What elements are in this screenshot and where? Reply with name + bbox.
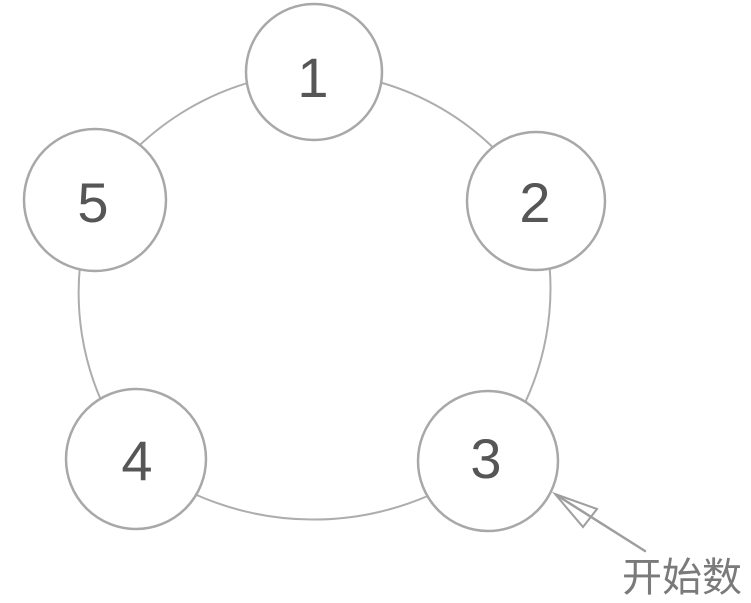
start-arrow xyxy=(551,491,647,553)
node-1-label: 1 xyxy=(297,46,328,109)
node-5: 5 xyxy=(22,127,168,273)
node-5-circle xyxy=(22,127,168,273)
node-5-label: 5 xyxy=(77,171,108,234)
node-1-circle xyxy=(244,2,384,142)
start-annotation-label: 开始数 xyxy=(622,555,742,601)
node-4-label: 4 xyxy=(121,429,152,492)
start-arrow-head-icon xyxy=(551,491,599,529)
node-4: 4 xyxy=(64,387,208,531)
node-3-label: 3 xyxy=(470,427,501,490)
node-3-circle xyxy=(416,389,560,533)
start-arrow-shaft xyxy=(556,494,647,553)
node-3: 3 xyxy=(416,389,560,533)
node-2-label: 2 xyxy=(519,171,550,234)
node-1: 1 xyxy=(244,2,384,142)
node-2-circle xyxy=(465,130,607,272)
node-2: 2 xyxy=(465,130,607,272)
node-4-circle xyxy=(64,387,208,531)
